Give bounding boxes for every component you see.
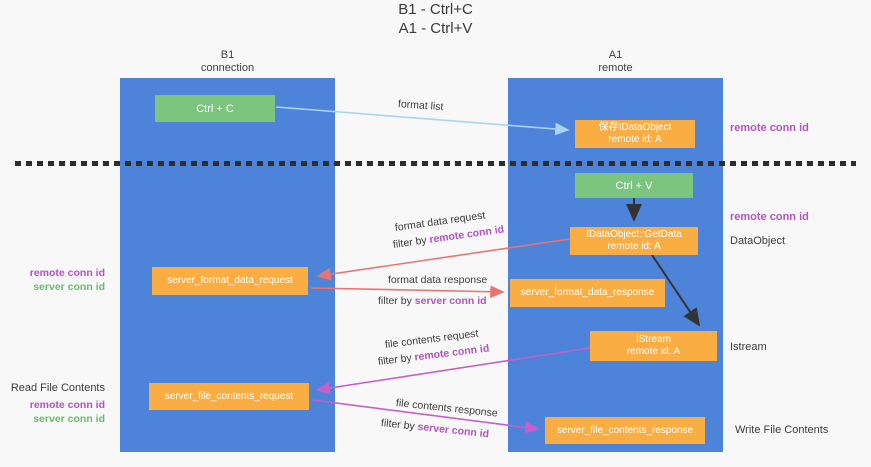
save-idataobject-box: 保存IDataObject remote id: A — [575, 120, 695, 148]
server-format-data-request-box: server_format_data_request — [152, 267, 308, 295]
getdata-line2: remote id: A — [607, 241, 661, 252]
server-file-contents-request-box: server_file_contents_request — [149, 383, 309, 410]
dataobject-annotation: DataObject — [730, 235, 786, 247]
getdata-box: IDataObject::GetData remote id: A — [570, 227, 698, 255]
diagram-title: B1 - Ctrl+C A1 - Ctrl+V — [0, 0, 871, 38]
right-remote-conn-id-mid: remote conn id — [730, 211, 809, 223]
istream-line2: remote id: A — [626, 346, 681, 357]
format-list-label: format list — [397, 98, 444, 114]
left2-remote-conn-id: remote conn id — [29, 399, 105, 411]
getdata-line1: IDataObject::GetData — [586, 229, 682, 240]
filter-by-text-4: filter by — [380, 417, 419, 433]
istream-line1: IStream — [635, 334, 671, 345]
write-file-contents-annotation: Write File Contents — [735, 424, 829, 436]
format-data-response-label: format data response — [388, 274, 488, 286]
read-file-note: Read File Contents remote conn id server… — [0, 381, 105, 426]
istream-annotation: Istream — [730, 341, 767, 353]
ctrl-v-label: Ctrl + V — [615, 179, 653, 192]
filter-by-text-3: filter by — [377, 351, 416, 368]
title-line-2: A1 - Ctrl+V — [398, 20, 473, 37]
file-contents-response-filter-label: filter by server conn id — [380, 417, 489, 440]
server-conn-id-key-2: server conn id — [416, 420, 490, 441]
server-format-data-response-box: server_format_data_response — [510, 279, 665, 307]
left-remote-conn-id: remote conn id — [29, 267, 105, 279]
server-format-data-response-label: server_format_data_response — [520, 287, 655, 298]
save-idataobject-line1: 保存IDataObject — [598, 122, 672, 133]
lane-header-a1: A1 remote — [508, 49, 723, 75]
read-file-contents-annotation: Read File Contents — [10, 382, 105, 394]
ctrl-v-box: Ctrl + V — [575, 173, 693, 198]
filter-by-text-2: filter by — [378, 295, 415, 307]
title-line-1: B1 - Ctrl+C — [398, 1, 473, 18]
left-server-conn-id: server conn id — [33, 281, 105, 293]
filter-by-text-1: filter by — [392, 233, 431, 251]
format-data-response-filter-label: filter by server conn id — [378, 295, 487, 307]
server-file-contents-request-label: server_file_contents_request — [164, 390, 294, 402]
left-conn-id-note: remote conn id server conn id — [0, 266, 105, 294]
ctrl-c-box: Ctrl + C — [155, 95, 275, 122]
session-separator-line — [15, 161, 856, 166]
istream-box: IStream remote id: A — [590, 331, 717, 361]
file-contents-response-label: file contents response — [395, 397, 499, 420]
server-conn-id-key-1: server conn id — [414, 295, 487, 307]
ctrl-c-label: Ctrl + C — [196, 102, 234, 115]
save-idataobject-line2: remote id: A — [608, 134, 662, 145]
server-format-data-request-label: server_format_data_request — [167, 275, 293, 286]
lane-header-b1: B1 connection — [120, 49, 335, 75]
arrow-format-data-response — [310, 285, 505, 299]
server-file-contents-response-label: server_file_contents_response — [556, 424, 694, 436]
lane-a1-subtitle: remote — [598, 62, 633, 74]
server-file-contents-response-box: server_file_contents_response — [545, 417, 705, 444]
left2-server-conn-id: server conn id — [33, 413, 105, 425]
lane-b1-name: B1 — [220, 49, 235, 61]
lane-a1-name: A1 — [608, 49, 623, 61]
right-remote-conn-id-top: remote conn id — [730, 122, 809, 134]
lane-b1-subtitle: connection — [200, 62, 255, 74]
